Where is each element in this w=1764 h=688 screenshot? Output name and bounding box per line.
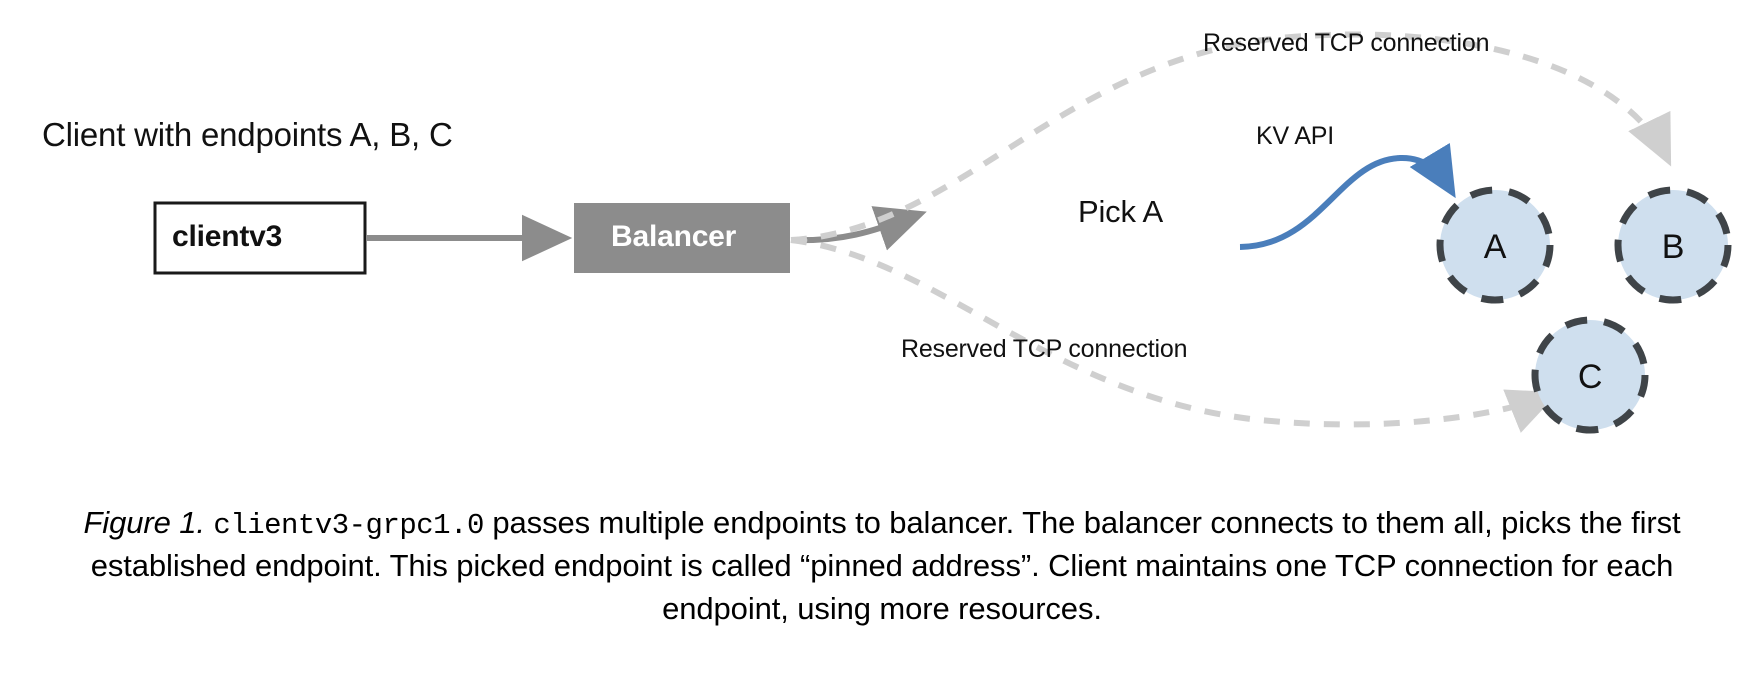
endpoint-node-b-label: B	[1661, 228, 1685, 266]
balancer-box-label: Balancer	[611, 220, 737, 253]
client-endpoints-caption: Client with endpoints A, B, C	[42, 116, 453, 153]
reserved-connection-lower-arrow	[790, 237, 1559, 433]
endpoint-node-a	[1436, 186, 1554, 304]
figure-caption-code: clientv3-grpc1.0	[213, 509, 484, 542]
endpoint-node-c	[1531, 316, 1649, 434]
endpoint-node-c-label: C	[1577, 358, 1603, 396]
balancer-to-pick-arrow	[790, 206, 927, 251]
reserved-tcp-connection-label-bottom: Reserved TCP connection	[901, 335, 1188, 363]
kv-api-arrow	[1239, 142, 1456, 250]
reserved-connection-upper-arrow	[790, 31, 1672, 243]
figure-caption-body: passes multiple endpoints to balancer. T…	[90, 505, 1681, 626]
pick-a-label: Pick A	[1078, 194, 1163, 229]
kv-api-label: KV API	[1256, 122, 1335, 150]
endpoint-node-b	[1614, 186, 1732, 304]
figure-number: Figure 1.	[83, 505, 205, 540]
diagram-canvas	[153, 31, 1732, 434]
endpoint-node-a-label: A	[1483, 228, 1507, 266]
clientv3-box-label: clientv3	[172, 220, 283, 253]
figure-caption: Figure 1. clientv3-grpc1.0 passes multip…	[70, 502, 1694, 630]
balancer-box	[574, 203, 790, 273]
clientv3-box	[153, 201, 367, 275]
reserved-tcp-connection-label-top: Reserved TCP connection	[1203, 29, 1490, 57]
